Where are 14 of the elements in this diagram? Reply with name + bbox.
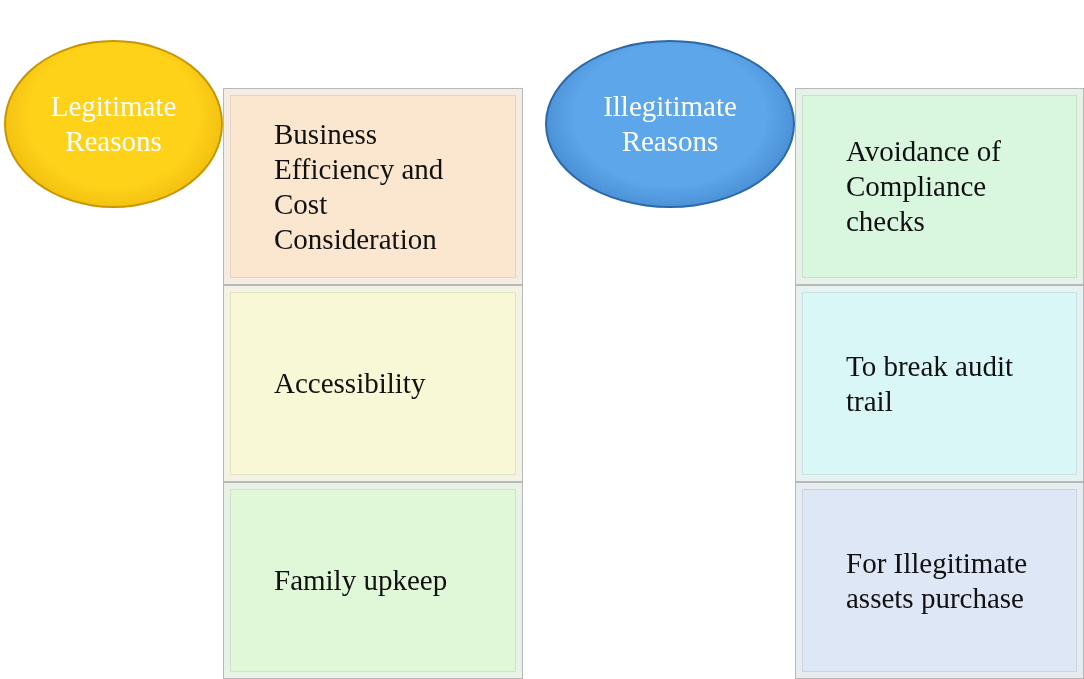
category-title: Legitimate Reasons xyxy=(49,89,178,159)
reason-text: Accessibility xyxy=(274,366,426,401)
reason-box xyxy=(223,285,523,482)
reason-box xyxy=(223,88,523,285)
reason-text: For Illegitimate assets purchase xyxy=(846,545,1029,616)
reason-box xyxy=(795,285,1084,482)
reason-text: Business Efficiency and Cost Consideration xyxy=(274,116,445,257)
category-title: Illegitimate Reasons xyxy=(602,89,738,159)
reason-box xyxy=(795,482,1084,679)
reason-text: Family upkeep xyxy=(274,563,448,598)
reason-text: To break audit trail xyxy=(846,348,1015,419)
reason-text: Avoidance of Compliance checks xyxy=(846,134,1002,239)
reason-box xyxy=(223,482,523,679)
reason-box xyxy=(795,88,1084,285)
